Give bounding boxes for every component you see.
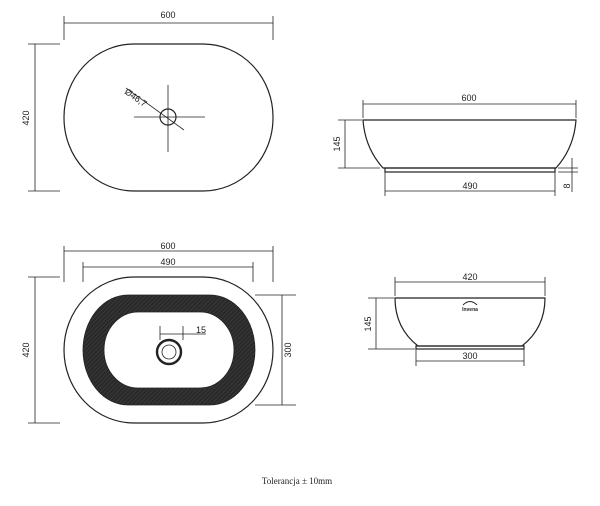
side-view-long: 600 145 490 8: [332, 93, 578, 196]
side-long-height-label: 145: [332, 136, 342, 151]
top-view-width-label: 600: [160, 10, 175, 20]
basin-base-short: [415, 345, 525, 350]
drain-offset-label: 15: [196, 325, 206, 335]
drain-diameter-label: Ø46,7: [123, 86, 149, 108]
side-short-height-label: 145: [363, 316, 373, 331]
brand-logo: Invena: [462, 301, 478, 313]
drain-hole-bottom: [155, 338, 183, 366]
basin-profile-short: [394, 297, 546, 347]
base-ring-hatched: [82, 294, 256, 406]
bottom-view-width-label: 600: [160, 241, 175, 251]
bottom-view: 600 490 420 300 15: [21, 241, 296, 424]
side-short-width-label: 420: [462, 272, 477, 282]
side-long-base-height-label: 8: [562, 183, 572, 188]
top-view: 600 420 Ø46,7: [21, 10, 274, 192]
basin-outline-top: [63, 43, 274, 192]
basin-outline-bottom: [63, 276, 274, 424]
bottom-view-depth-label: 420: [21, 342, 31, 357]
drain-diameter-leader: [125, 87, 185, 131]
top-view-depth-label: 420: [21, 110, 31, 125]
basin-profile-long: [362, 119, 577, 169]
side-long-width-label: 600: [461, 93, 476, 103]
drain-hole-top: [159, 108, 177, 126]
side-short-base-label: 300: [462, 351, 477, 361]
basin-base-long: [384, 167, 556, 173]
tolerance-note: Tolerancja ± 10mm: [262, 476, 332, 486]
side-long-base-label: 490: [462, 181, 477, 191]
bottom-view-inner-width-label: 490: [160, 257, 175, 267]
brand-logo-text: Invena: [462, 307, 478, 313]
side-view-short: 420 Invena 145 300: [363, 272, 546, 366]
bottom-view-inner-depth-label: 300: [283, 342, 293, 357]
